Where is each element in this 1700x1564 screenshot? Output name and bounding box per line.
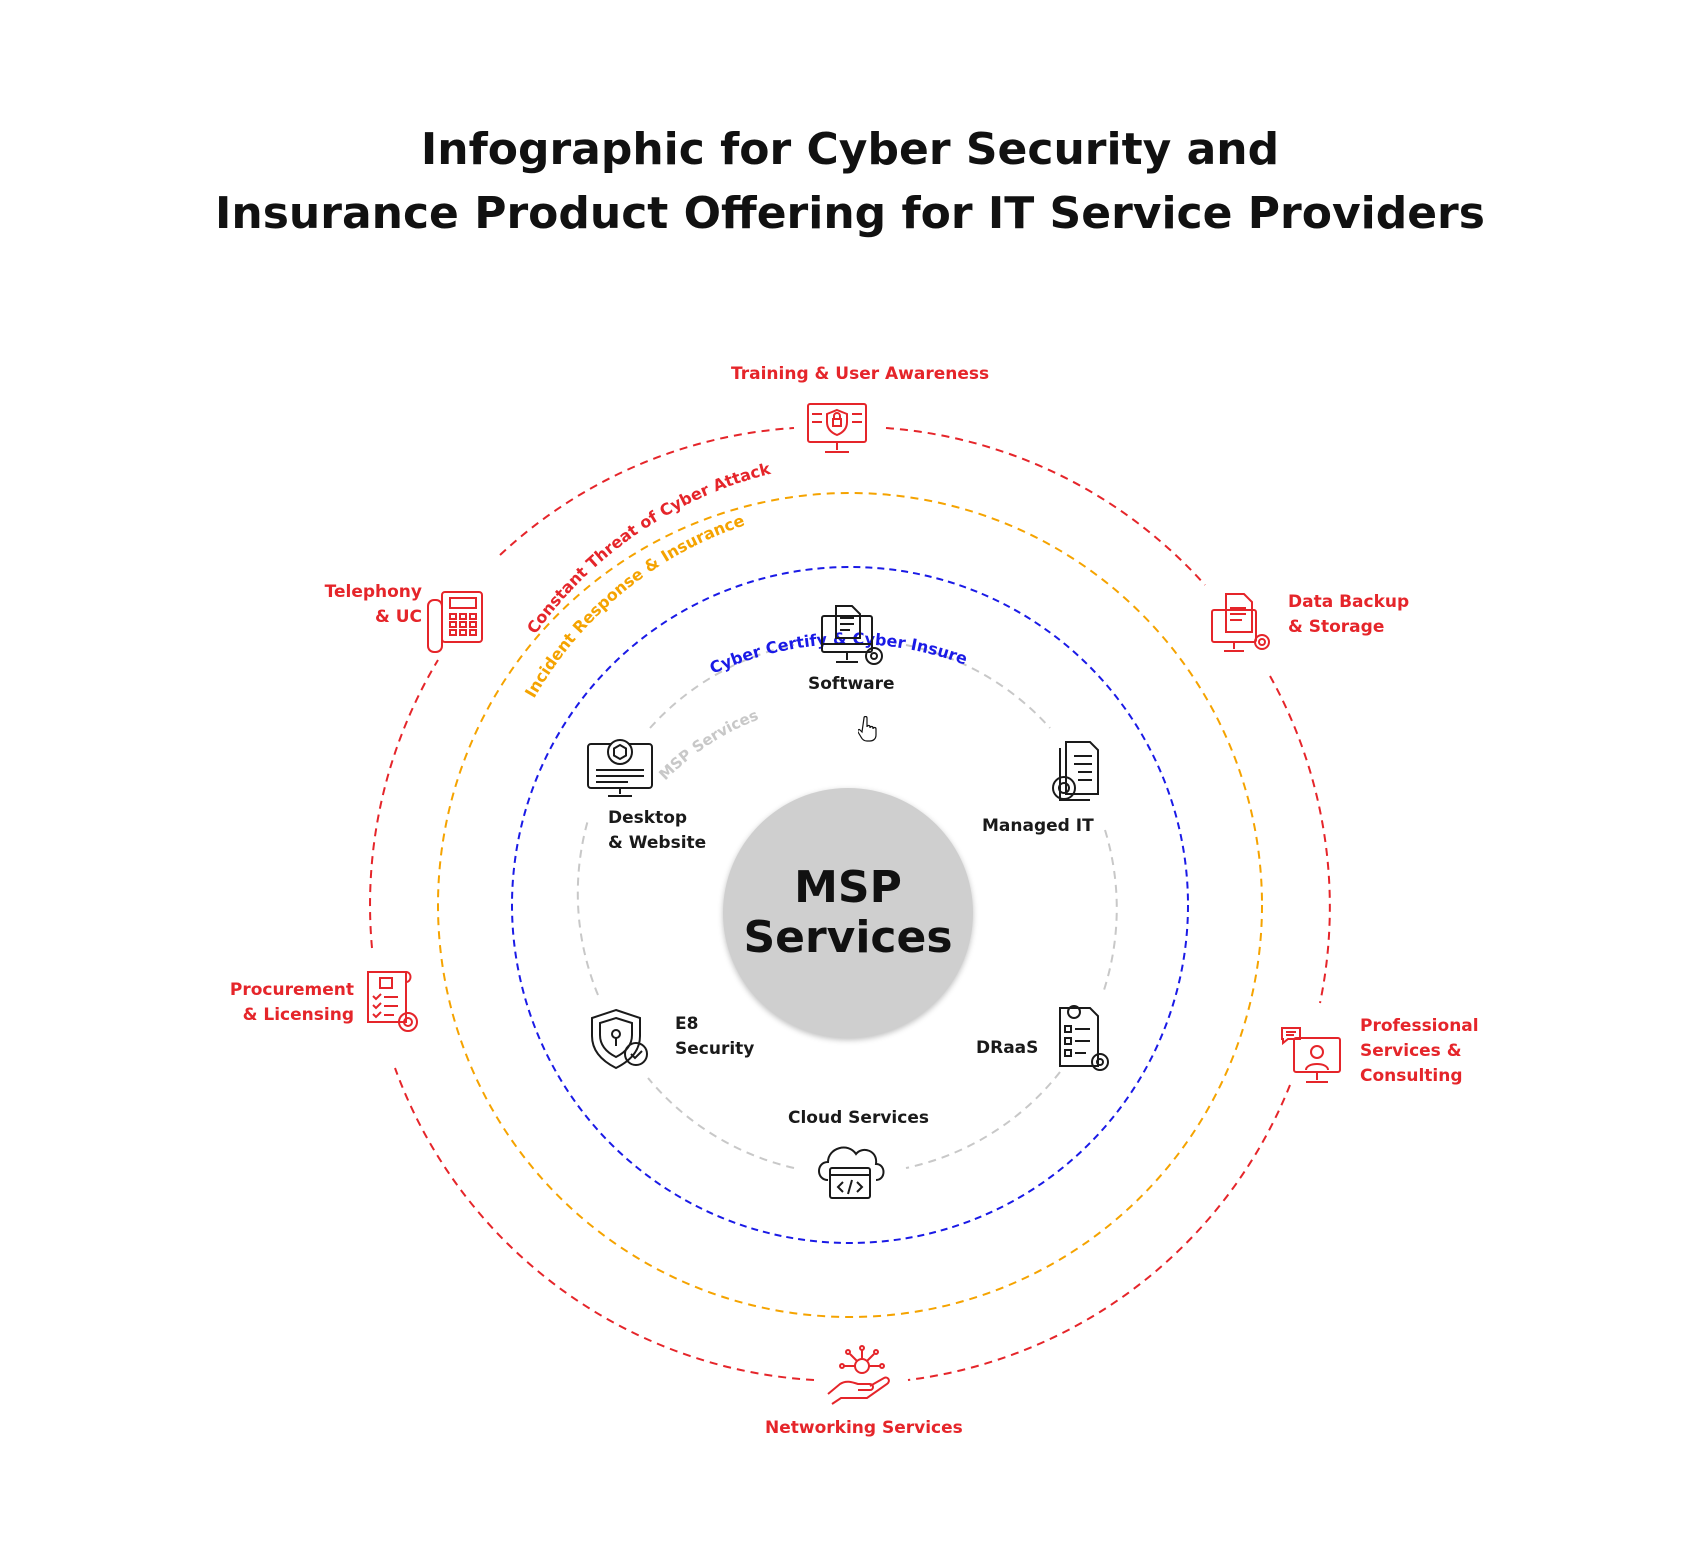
telephony-label: Telephony & UC: [310, 580, 422, 630]
e8-security-label: E8 Security: [675, 1012, 754, 1062]
consultant-monitor-icon: [1281, 1027, 1341, 1083]
telephony-line-1: Telephony: [324, 582, 422, 602]
data-backup-label: Data Backup & Storage: [1288, 590, 1409, 640]
hand-network-icon: [827, 1345, 890, 1405]
computer-gear-icon: [821, 605, 883, 665]
data-backup-line-1: Data Backup: [1288, 592, 1410, 612]
cloud-services-label: Cloud Services: [788, 1108, 929, 1128]
professional-line-2: Services &: [1360, 1041, 1462, 1061]
shield-monitor-icon: [807, 403, 867, 453]
managed-it-label: Managed IT: [982, 816, 1094, 836]
desktop-line-1: Desktop: [608, 808, 688, 828]
desktop-line-2: & Website: [608, 833, 707, 853]
blue-ring-label: Cyber Certify & Cyber Insure: [707, 629, 971, 678]
invoice-gear-icon: [367, 971, 418, 1032]
inner-ring-label: MSP Services: [655, 706, 760, 784]
software-label: Software: [808, 674, 895, 694]
outer-ring: [369, 427, 1331, 1381]
checklist-gear-icon: [1059, 1005, 1109, 1071]
professional-label: Professional Services & Consulting: [1360, 1014, 1479, 1089]
title-line-2: Insurance Product Offering for IT Servic…: [215, 188, 1485, 239]
procurement-line-1: Procurement: [229, 980, 354, 1000]
desk-phone-icon: [427, 591, 483, 653]
telephony-line-2: & UC: [374, 607, 422, 627]
inner-ring: [576, 644, 1118, 1169]
orange-ring: [437, 492, 1263, 1318]
blue-ring: [511, 566, 1189, 1244]
title-line-1: Infographic for Cyber Security and: [420, 124, 1280, 175]
document-monitor-gear-icon: [1211, 593, 1270, 652]
e8-line-1: E8: [675, 1014, 699, 1034]
hub-line-2: Services: [743, 912, 953, 963]
draas-label: DRaaS: [976, 1038, 1039, 1058]
page-title: Infographic for Cyber Security and Insur…: [0, 118, 1700, 246]
training-label: Training & User Awareness: [731, 364, 990, 384]
desktop-website-label: Desktop & Website: [608, 806, 706, 856]
professional-line-3: Consulting: [1360, 1066, 1463, 1086]
shield-lock-gear-icon: [591, 1008, 648, 1070]
hub-circle: MSP Services: [723, 788, 973, 1038]
professional-line-1: Professional: [1360, 1016, 1479, 1036]
cloud-code-icon: [818, 1146, 885, 1199]
e8-line-2: Security: [675, 1039, 755, 1059]
outer-ring-label: Constant Threat of Cyber Attack: [523, 459, 773, 637]
procurement-label: Procurement & Licensing: [218, 978, 354, 1028]
data-backup-line-2: & Storage: [1288, 617, 1385, 637]
networking-label: Networking Services: [765, 1418, 963, 1438]
documents-gear-icon: [1052, 741, 1099, 801]
procurement-line-2: & Licensing: [242, 1005, 354, 1025]
hub-line-1: MSP: [794, 862, 902, 913]
hand-cursor-icon: [858, 716, 877, 742]
monitor-hexagon-icon: [587, 739, 653, 797]
